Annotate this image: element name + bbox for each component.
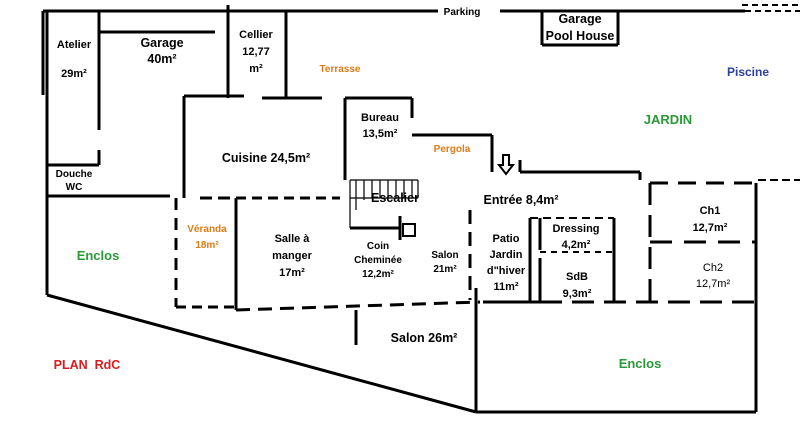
label-salon26: Salon 26m²: [391, 331, 458, 345]
label-bureau-area: 13,5m²: [363, 128, 398, 140]
label-sdb: SdB: [566, 271, 588, 283]
label-cellier-unit: m²: [249, 63, 263, 75]
bedroom-walls: [648, 181, 756, 302]
label-atelier: Atelier: [57, 39, 92, 51]
label-veranda-area: 18m²: [195, 240, 219, 251]
label-garage-pool-1: Garage: [558, 12, 601, 26]
label-coin-2: Cheminée: [354, 255, 402, 266]
pool-house-box: [540, 11, 620, 47]
label-pergola: Pergola: [434, 144, 471, 155]
label-salle-area: 17m²: [279, 267, 305, 279]
label-salle-2: manger: [272, 250, 312, 262]
label-bureau: Bureau: [361, 112, 399, 124]
label-coin-area: 12,2m²: [362, 269, 394, 280]
label-escalier: Escalier: [371, 191, 419, 205]
label-cuisine: Cuisine 24,5m²: [222, 151, 310, 165]
label-terrasse: Terrasse: [320, 64, 361, 75]
living-room-walls: [354, 210, 545, 412]
label-salon21: Salon: [431, 250, 458, 261]
kitchen-dining-walls: [174, 196, 481, 312]
label-salon21-area: 21m²: [433, 264, 457, 275]
exterior-walls: [41, 4, 800, 414]
label-douche: Douche: [56, 169, 93, 180]
label-cellier-area: 12,77: [242, 46, 270, 58]
entrance-arrow-icon: [496, 154, 516, 176]
label-ch1: Ch1: [700, 205, 721, 217]
label-ch2-area: 12,7m²: [696, 278, 731, 290]
label-enclos-left: Enclos: [77, 248, 120, 263]
label-parking: Parking: [444, 7, 481, 18]
room-labels: Parking Garage Pool House Atelier 29m² G…: [54, 7, 770, 372]
label-dressing-area: 4,2m²: [562, 239, 591, 251]
label-patio-3: d"hiver: [487, 265, 526, 277]
label-piscine: Piscine: [727, 65, 769, 79]
label-ch1-area: 12,7m²: [693, 222, 728, 234]
label-salle: Salle à: [275, 233, 311, 245]
label-garage: Garage: [140, 36, 183, 50]
office-walls: [343, 96, 642, 180]
label-garage-pool-2: Pool House: [546, 29, 615, 43]
label-enclos-right: Enclos: [619, 356, 662, 371]
label-veranda: Véranda: [187, 224, 227, 235]
label-wc: WC: [66, 182, 83, 193]
label-sdb-area: 9,3m²: [563, 288, 592, 300]
label-ch2: Ch2: [703, 262, 723, 274]
label-patio: Patio: [493, 233, 520, 245]
label-atelier-area: 29m²: [61, 68, 87, 80]
label-cellier: Cellier: [239, 29, 273, 41]
label-garage-area: 40m²: [147, 52, 176, 66]
label-coin: Coin: [367, 241, 389, 252]
label-patio-area: 11m²: [493, 281, 518, 293]
label-entree: Entrée 8,4m²: [483, 193, 558, 207]
stair-icon: [349, 179, 419, 240]
label-jardin: JARDIN: [644, 112, 692, 127]
dressing-bath-walls: [528, 217, 756, 304]
bathroom-walls: [47, 163, 170, 198]
label-dressing: Dressing: [552, 223, 599, 235]
label-patio-2: Jardin: [489, 249, 522, 261]
north-wing-walls: [97, 5, 322, 198]
label-plan-title: PLAN RdC: [54, 358, 121, 372]
